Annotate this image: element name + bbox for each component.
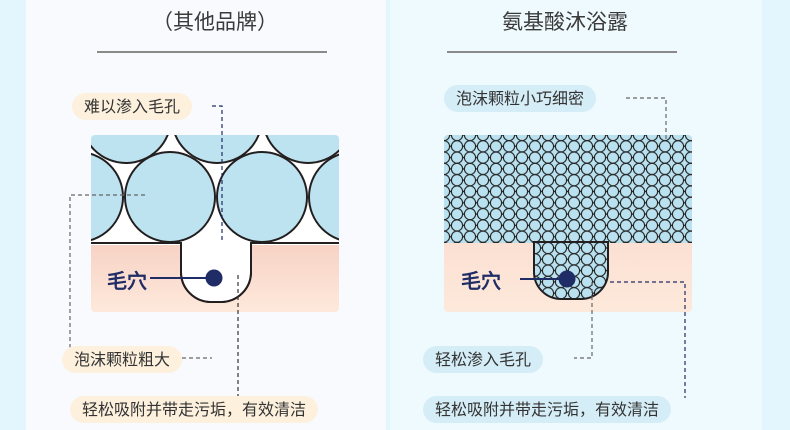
leader-lines-right xyxy=(574,97,686,398)
pore-label: 毛穴 xyxy=(461,269,501,293)
right-label-top: 泡沫颗粒小巧细密 xyxy=(444,85,597,112)
large-foam-bubbles xyxy=(91,135,339,243)
right-title: 氨基酸沐浴露 xyxy=(502,10,628,34)
right-label-bottom: 轻松吸附并带走污垢，有效清洁 xyxy=(423,396,672,423)
right-divider xyxy=(447,51,677,53)
fine-foam-diagram xyxy=(444,135,692,312)
pore-label: 毛穴 xyxy=(107,269,147,293)
pore-outline xyxy=(180,243,252,303)
dirt-dot xyxy=(205,269,223,287)
right-label-mid: 轻松渗入毛孔 xyxy=(423,346,544,373)
left-title: （其他品牌） xyxy=(152,10,278,34)
left-label-top: 难以渗入毛孔 xyxy=(72,93,193,120)
left-label-mid: 泡沫颗粒粗大 xyxy=(62,346,183,373)
left-label-bottom: 轻松吸附并带走污垢，有效清洁 xyxy=(70,396,319,423)
fine-foam-bubbles xyxy=(444,135,692,243)
pore-filled xyxy=(533,241,609,300)
dirt-dot xyxy=(558,270,576,288)
left-divider xyxy=(97,51,327,53)
